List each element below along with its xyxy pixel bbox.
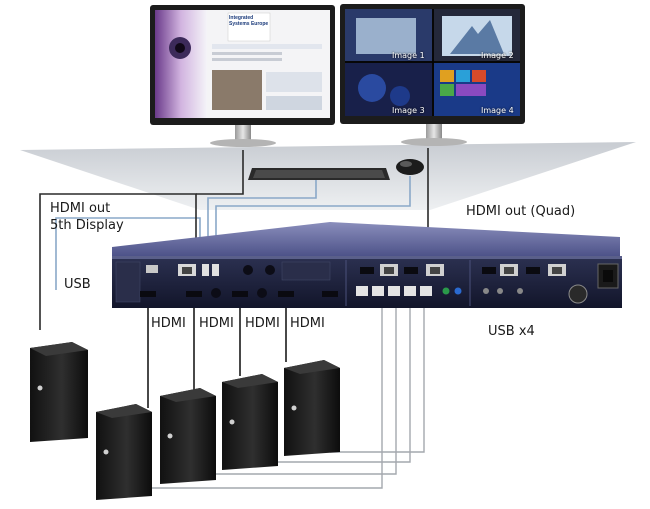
hdmi-input-label-4: HDMI [290,316,325,331]
usb-x4-label: USB x4 [488,324,535,339]
hdmi-out-5th-label: HDMI out 5th Display [50,200,124,234]
hdmi-input-label-2: HDMI [199,316,234,331]
pc-tower-5th [30,342,88,442]
multiviewer-unit [112,222,622,308]
quad-label-4: Image 4 [481,106,514,115]
pc-tower-2 [160,388,216,484]
quad-label-1: Image 1 [392,51,425,60]
unit-top [112,222,620,258]
usb-label: USB [64,277,91,292]
quad-monitor [340,4,525,146]
hdmi-input-label-3: HDMI [245,316,280,331]
usb-input-cables [140,300,425,489]
hdmi-out-5th-line2: 5th Display [50,218,124,233]
keyboard [248,168,390,180]
quad-label-3: Image 3 [392,106,425,115]
mouse [396,159,424,175]
pc-tower-4 [284,360,340,456]
ise-banner [227,12,271,42]
quad-label-2: Image 2 [481,51,514,60]
pc-tower-1 [96,404,152,500]
hdmi-input-label-1: HDMI [151,316,186,331]
eye-photo [155,10,207,118]
left-monitor [150,5,335,147]
ise-logo-text: Integrated Systems Europe [229,15,269,27]
hdmi-out-quad-label: HDMI out (Quad) [466,204,576,219]
crowd-photo [212,70,262,110]
unit-front [112,258,622,308]
pc-tower-3 [222,374,278,470]
hdmi-out-5th-line1: HDMI out [50,201,111,216]
